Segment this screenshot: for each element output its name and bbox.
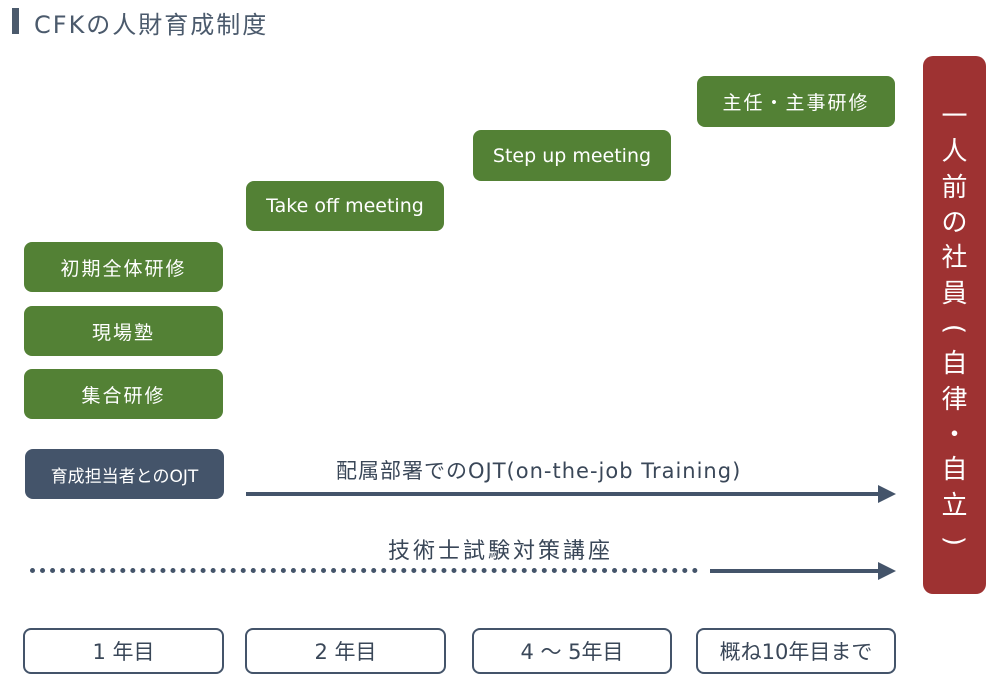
- year-label: 4 〜 5年目: [520, 640, 624, 664]
- program-shoki-zentai: 初期全体研修: [24, 242, 223, 292]
- ojt-arrow-head: [878, 485, 896, 503]
- exam-arrow-head: [878, 562, 896, 580]
- exam-arrow-line: [710, 569, 882, 573]
- year-box-10: 概ね10年目まで: [696, 628, 896, 674]
- year-label: 1 年目: [92, 640, 155, 664]
- ojt-arrow-line: [246, 492, 882, 496]
- goal-char: 立: [941, 490, 968, 521]
- program-label: Take off meeting: [266, 195, 424, 217]
- title-accent-bar: [12, 8, 19, 34]
- goal-text: 一 人 前 の 社 員 ( 自 律 ・ 自 立 ): [923, 104, 986, 554]
- ojt-arrow-label: 配属部署でのOJT(on-the-job Training): [336, 459, 742, 483]
- program-take-off-meeting: Take off meeting: [246, 181, 444, 231]
- page-title: CFKの人財育成制度: [34, 11, 269, 39]
- goal-char: 人: [941, 137, 968, 168]
- program-label: 初期全体研修: [60, 257, 187, 280]
- program-step-up-meeting: Step up meeting: [473, 130, 671, 181]
- goal-char: 一: [941, 102, 968, 132]
- goal-char: ): [939, 535, 970, 547]
- program-shunin-shuji: 主任・主事研修: [697, 76, 895, 127]
- year-label: 概ね10年目まで: [719, 640, 873, 664]
- year-box-1: 1 年目: [23, 628, 224, 674]
- program-shugo-kenshu: 集合研修: [24, 369, 223, 419]
- program-label: 主任・主事研修: [722, 92, 870, 114]
- exam-dotted-line: [30, 568, 698, 573]
- program-label: 育成担当者とのOJT: [50, 466, 199, 487]
- program-label: 集合研修: [81, 384, 166, 407]
- goal-char: ・: [941, 419, 968, 450]
- exam-course-label: 技術士試験対策講座: [388, 539, 614, 564]
- goal-char: 律: [941, 384, 968, 415]
- goal-char: 自: [941, 349, 968, 380]
- goal-char: (: [939, 323, 970, 335]
- program-label: 現場塾: [91, 321, 155, 344]
- goal-char: の: [941, 207, 968, 238]
- year-box-2: 2 年目: [245, 628, 446, 674]
- program-genba-juku: 現場塾: [24, 306, 223, 356]
- goal-char: 社: [941, 243, 968, 274]
- year-box-4-5: 4 〜 5年目: [472, 628, 672, 674]
- goal-char: 前: [941, 172, 968, 203]
- goal-bar: 一 人 前 の 社 員 ( 自 律 ・ 自 立 ): [923, 56, 986, 594]
- program-ojt-mentor: 育成担当者とのOJT: [25, 449, 224, 499]
- goal-char: 員: [941, 278, 968, 309]
- program-label: Step up meeting: [492, 144, 652, 167]
- goal-char: 自: [941, 455, 968, 486]
- year-label: 2 年目: [314, 640, 377, 664]
